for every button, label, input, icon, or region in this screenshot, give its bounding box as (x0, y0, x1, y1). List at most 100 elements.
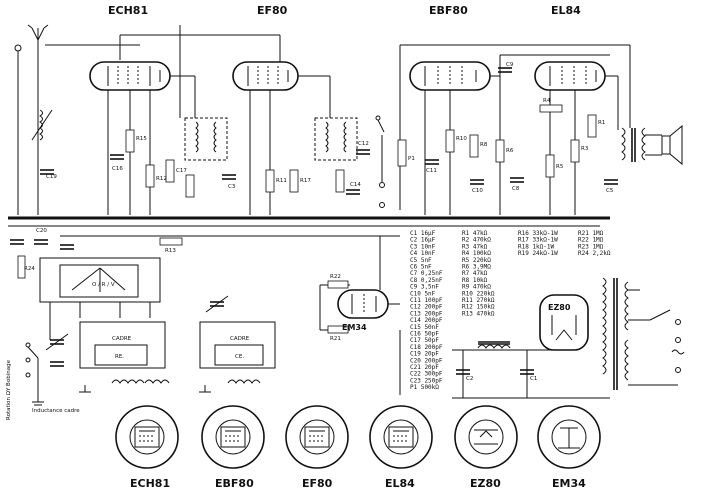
label-r6: R6 (506, 148, 514, 154)
label-c17: C17 (176, 168, 187, 174)
parts-entry: C9 3,5nF (410, 284, 439, 291)
parts-entry: R22 1MΩ (578, 237, 604, 244)
label-r8: R8 (480, 142, 488, 148)
rotation-note: Rotation ΩY Bobinage (6, 359, 12, 420)
parts-entry: R17 33kΩ-1W (518, 237, 558, 244)
power-transformer (602, 277, 685, 390)
parts-entry: C1 16μF (410, 230, 436, 237)
detector-network (375, 115, 407, 208)
label-c5: C5 (606, 188, 614, 194)
label-r11: R11 (276, 178, 287, 184)
parts-entry: C18 200pF (410, 344, 443, 351)
component-labels: R24 R22 R21 R13 C20 C19 C16 R15 R12 C17 … (24, 62, 614, 382)
tube-pin-wires (107, 45, 631, 215)
label-r1: R1 (598, 120, 605, 126)
ez80-label: EZ80 (548, 303, 571, 312)
label-c20: C20 (36, 228, 47, 234)
label-r15: R15 (136, 136, 147, 142)
parts-entry: R21 1MΩ (578, 230, 604, 237)
label-c3: C3 (228, 184, 236, 190)
em34-label: EM34 (342, 323, 367, 332)
parts-entry: C11 100pF (410, 297, 443, 304)
parts-entry: C3 10nF (410, 243, 436, 250)
label-c1: C1 (530, 376, 537, 382)
parts-entry: R18 1kΩ-1W (518, 243, 555, 250)
speaker-icon (661, 124, 683, 166)
parts-entry: R3 47kΩ (462, 243, 488, 250)
label-c14: C14 (350, 182, 361, 188)
socket-ebf80 (201, 405, 265, 469)
label-r22: R22 (330, 274, 341, 280)
parts-entry: C14 200pF (410, 317, 443, 324)
input-coil (31, 109, 53, 141)
parts-entry: C5 5nF (410, 257, 432, 264)
parts-entry: R11 270kΩ (462, 297, 495, 304)
parts-entry: R4 100kΩ (462, 250, 491, 257)
tube-title-ef80: EF80 (257, 4, 288, 17)
parts-entry: R19 24kΩ-1W (518, 250, 558, 257)
label-r17: R17 (300, 178, 311, 184)
parts-entry: R9 470kΩ (462, 284, 491, 291)
parts-entry: C13 200pF (410, 310, 443, 317)
socket-label-ebf80: EBF80 (215, 477, 254, 490)
label-r13: R13 (165, 248, 176, 254)
tuning-gang-box (39, 257, 161, 340)
if-transformer-1 (184, 117, 228, 161)
label-c16: C16 (112, 166, 123, 172)
ground-symbols (32, 385, 211, 406)
parts-entry: R13 470kΩ (462, 310, 495, 317)
parts-entry: C4 10nF (410, 250, 436, 257)
parts-entry: C10 5nF (410, 290, 436, 297)
parts-entry: R10 220kΩ (462, 290, 495, 297)
label-r12: R12 (156, 176, 167, 182)
tube-el84 (534, 61, 606, 91)
frame-right-label: CADRE (230, 336, 250, 342)
parts-entry: R6 3,9MΩ (462, 264, 491, 271)
label-c19: C19 (46, 174, 57, 180)
parts-entry: C20 200pF (410, 357, 443, 364)
socket-em34 (537, 405, 601, 469)
parts-entry: C23 250pF (410, 377, 443, 384)
socket-ez80 (454, 405, 518, 469)
label-c2: C2 (466, 376, 473, 382)
parts-entry: C21 20pF (410, 364, 439, 371)
tube-ech81 (89, 61, 171, 91)
socket-label-em34: EM34 (552, 477, 586, 490)
label-r10: R10 (456, 136, 467, 142)
parts-entry: C8 0,25nF (410, 277, 443, 284)
parts-entry: C6 5nF (410, 264, 432, 271)
dial-scale-label: O / R / V (92, 282, 115, 288)
label-c12: C12 (358, 141, 369, 147)
em34-eye-tube (319, 236, 400, 334)
parts-entry: C2 16μF (410, 237, 436, 244)
left-caps (10, 239, 74, 279)
parts-entry: R24 2,2kΩ (578, 250, 611, 257)
power-supply (399, 330, 610, 399)
parts-entry: C7 0,25nF (410, 270, 443, 277)
label-r4: R4 (543, 98, 551, 104)
parts-entry: R16 33kΩ-1W (518, 230, 558, 237)
label-c10: C10 (472, 188, 483, 194)
variable-capacitors (45, 295, 229, 367)
parts-entry: R5 220kΩ (462, 257, 491, 264)
if-transformer-2 (314, 117, 358, 161)
label-r3: R3 (581, 146, 589, 152)
parts-entry: C15 50nF (410, 324, 439, 331)
tube-ef80 (232, 61, 299, 91)
parts-entry: R12 150kΩ (462, 304, 495, 311)
tube-title-ebf80: EBF80 (429, 4, 468, 17)
socket-ef80 (285, 405, 349, 469)
socket-label-ez80: EZ80 (470, 477, 501, 490)
parts-entry: C12 200pF (410, 304, 443, 311)
parts-entry: C16 50pF (410, 331, 439, 338)
parts-entry: R2 470kΩ (462, 237, 491, 244)
label-r24: R24 (24, 266, 35, 272)
label-c11: C11 (426, 168, 437, 174)
label-c8: C8 (512, 186, 520, 192)
